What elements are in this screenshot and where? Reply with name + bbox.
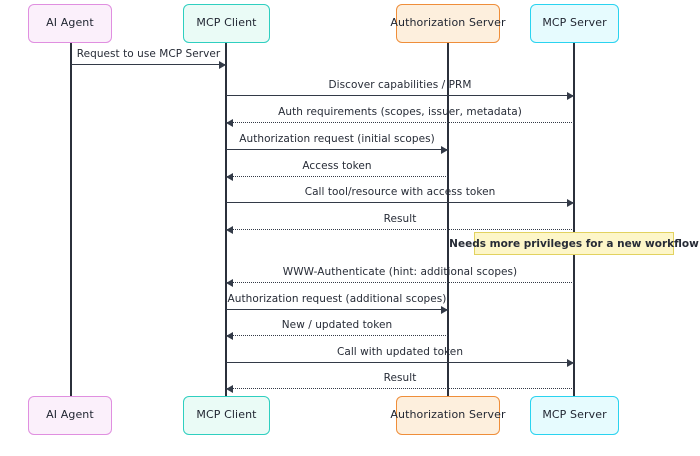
lifeline-mcp-server [573,43,575,396]
participant-label-mcp-server: MCP Server [542,16,607,30]
participant-label-authorization-server: Authorization Server [390,16,506,30]
message-line-6 [226,202,574,203]
message-line-10 [226,335,448,336]
participant-mcp-server-bottom[interactable]: MCP Server [530,396,619,435]
message-label-10: New / updated token [281,319,393,331]
message-line-11 [226,362,574,363]
message-line-7 [226,229,574,230]
message-line-1 [71,64,226,65]
arrow-head-right-icon [567,198,574,207]
arrow-head-left-icon [226,278,233,287]
arrow-head-right-icon [441,305,448,314]
participant-label-mcp-client: MCP Client [196,408,257,422]
message-label-7: Result [383,213,417,225]
message-label-11: Call with updated token [336,346,464,358]
participant-authorization-server-top[interactable]: Authorization Server [390,4,506,43]
message-line-9 [226,309,448,310]
message-label-5: Access token [302,160,372,172]
message-label-4: Authorization request (initial scopes) [239,133,435,145]
arrow-head-left-icon [226,225,233,234]
arrow-head-right-icon [219,60,226,69]
arrow-head-right-icon [441,145,448,154]
lifeline-authorization-server [447,43,449,396]
arrow-head-left-icon [226,172,233,181]
message-label-8: WWW-Authenticate (hint: additional scope… [282,266,518,278]
arrow-head-left-icon [226,331,233,340]
message-line-3 [226,122,574,123]
participant-mcp-client-bottom[interactable]: MCP Client [183,396,270,435]
arrow-head-right-icon [567,358,574,367]
message-line-5 [226,176,448,177]
participant-ai-agent-top[interactable]: AI Agent [28,4,112,43]
message-line-8 [226,282,574,283]
message-line-2 [226,95,574,96]
message-label-1: Request to use MCP Server [76,48,221,60]
participant-mcp-server-top[interactable]: MCP Server [530,4,619,43]
lifeline-ai-agent [70,43,72,396]
arrow-head-right-icon [567,91,574,100]
participant-label-mcp-server: MCP Server [542,408,607,422]
arrow-head-left-icon [226,118,233,127]
message-label-2: Discover capabilities / PRM [328,79,472,91]
message-line-4 [226,149,448,150]
participant-label-ai-agent: AI Agent [46,16,94,30]
lifeline-mcp-client [225,43,227,396]
message-label-12: Result [383,372,417,384]
message-line-12 [226,388,574,389]
participant-label-mcp-client: MCP Client [196,16,257,30]
note-text-privileges-note: Needs more privileges for a new workflow [449,237,699,250]
participant-label-ai-agent: AI Agent [46,408,94,422]
arrow-head-left-icon [226,384,233,393]
participant-label-authorization-server: Authorization Server [390,408,506,422]
participant-ai-agent-bottom[interactable]: AI Agent [28,396,112,435]
note-privileges-note: Needs more privileges for a new workflow [449,232,699,255]
message-label-9: Authorization request (additional scopes… [227,293,447,305]
message-label-6: Call tool/resource with access token [304,186,496,198]
participant-authorization-server-bottom[interactable]: Authorization Server [390,396,506,435]
participant-mcp-client-top[interactable]: MCP Client [183,4,270,43]
message-label-3: Auth requirements (scopes, issuer, metad… [278,106,522,118]
